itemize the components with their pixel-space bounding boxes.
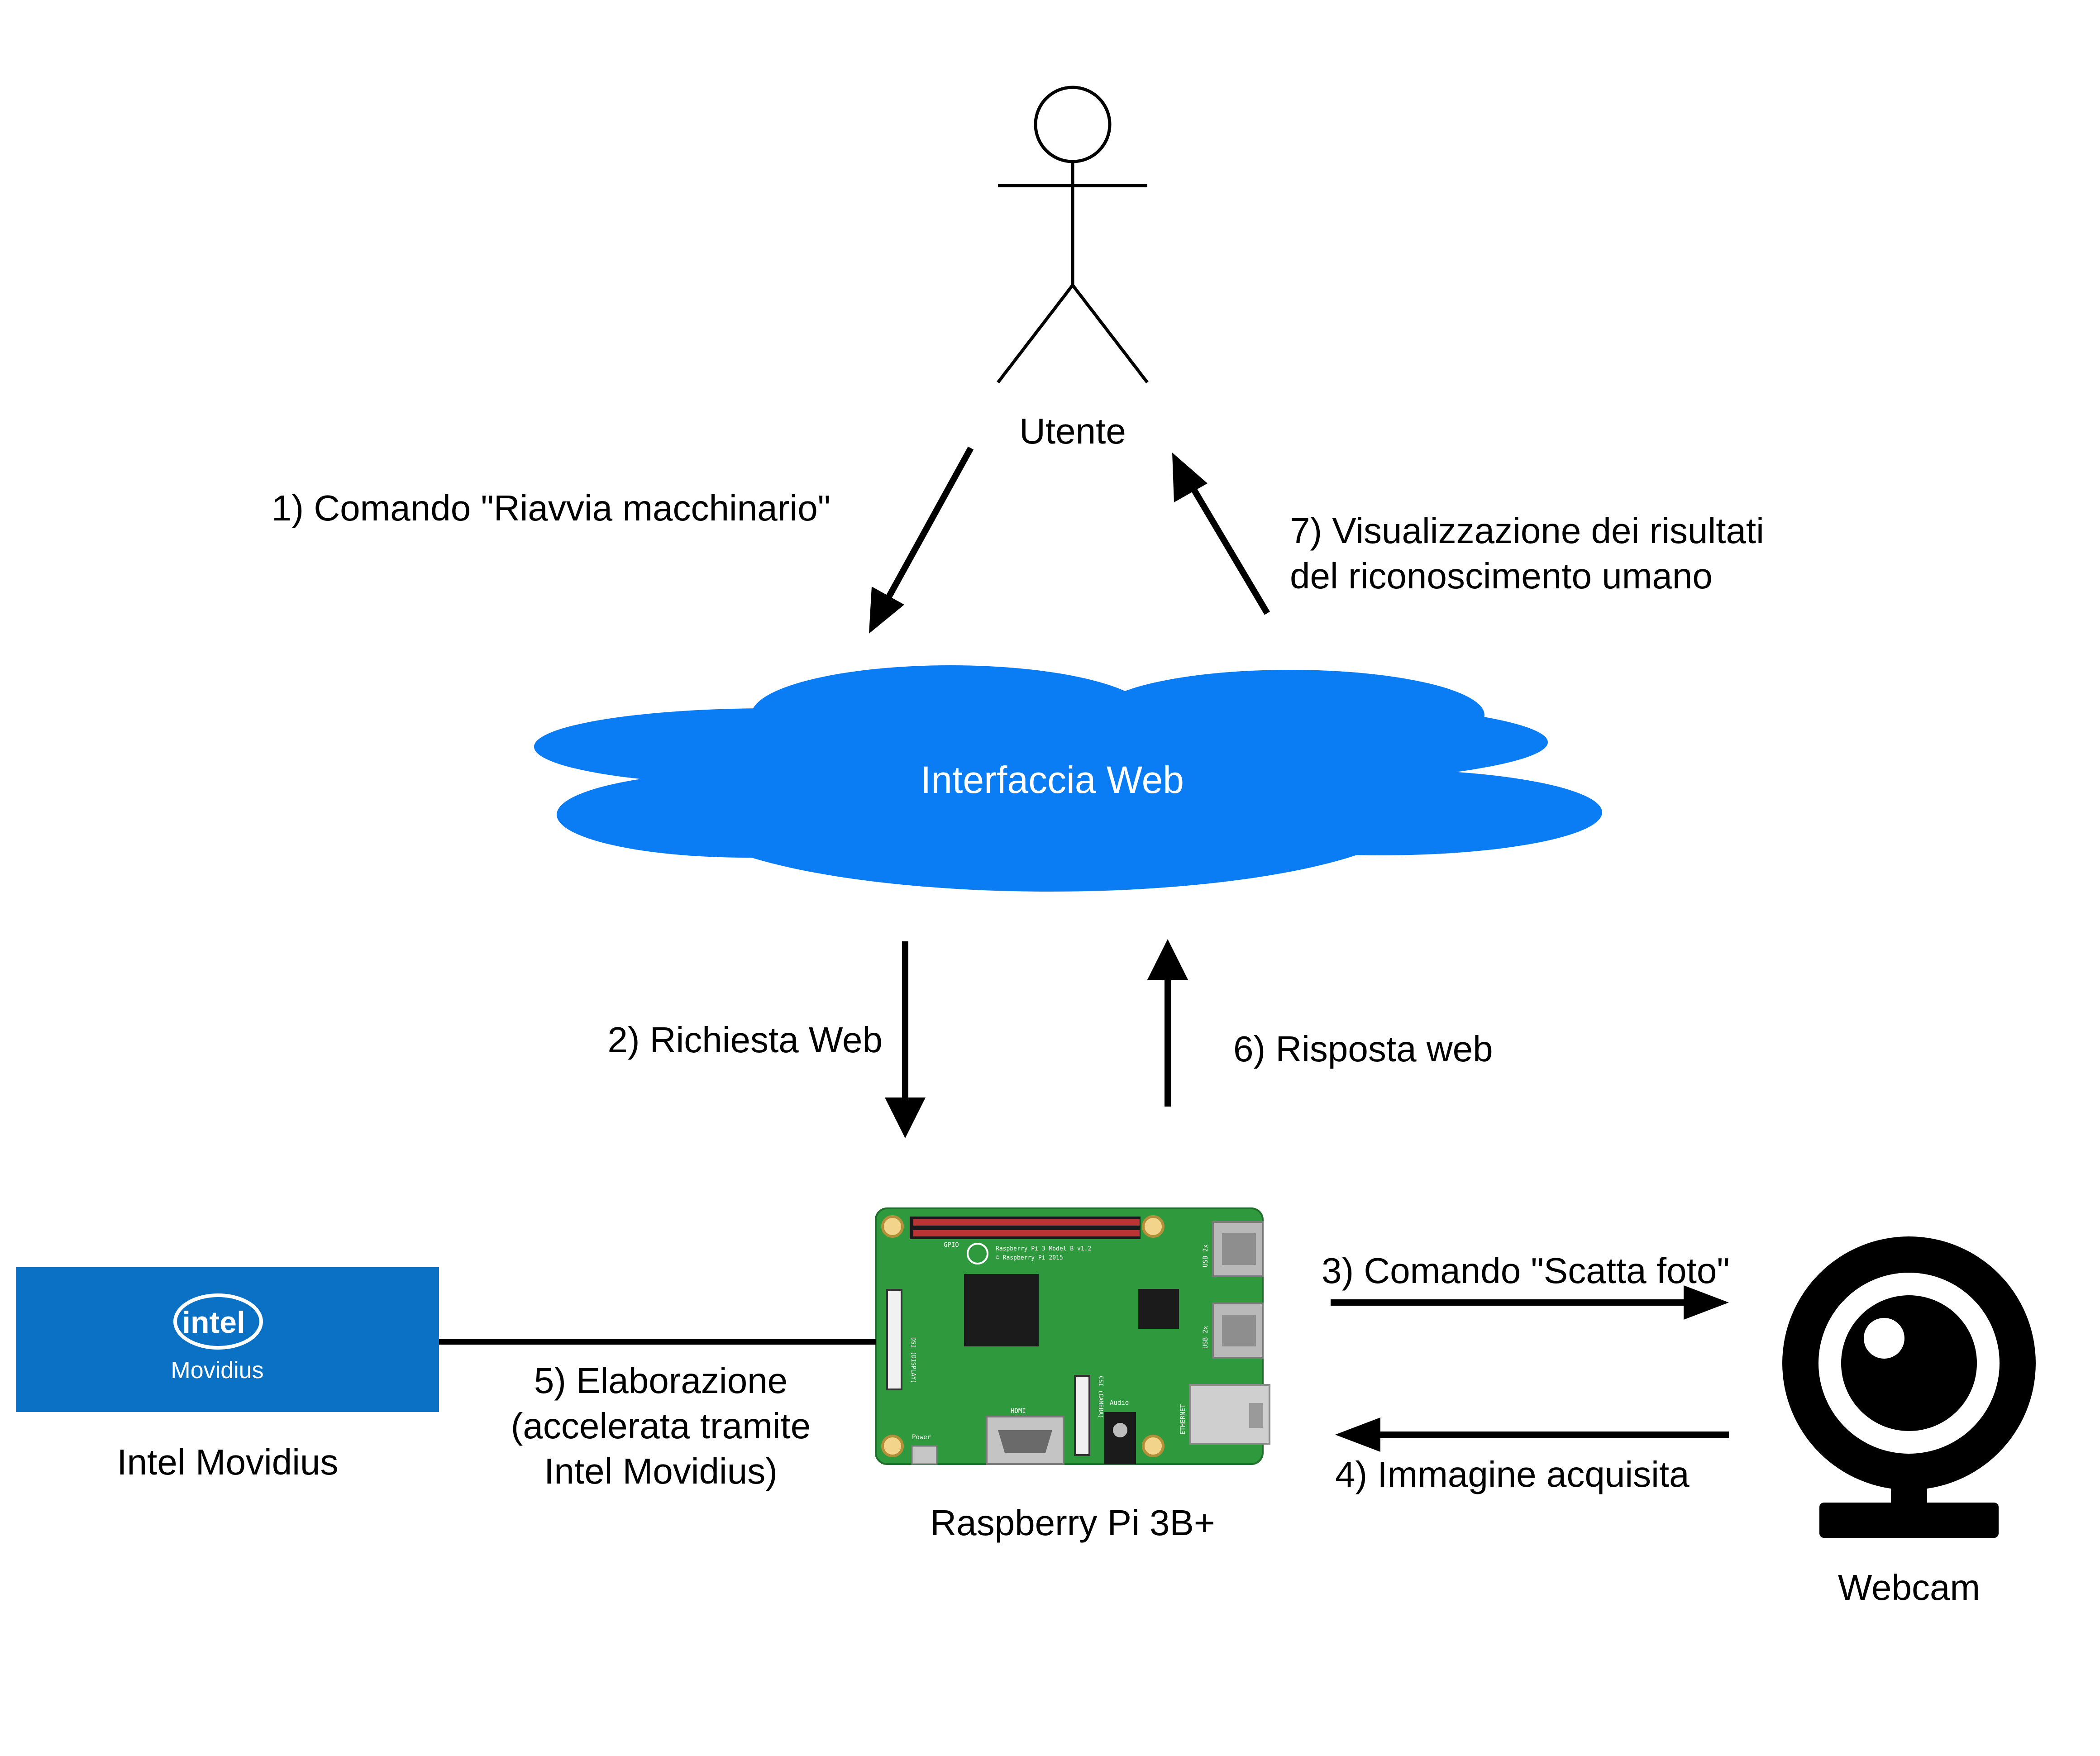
board-copyright-text: © Raspberry Pi 2015 bbox=[996, 1255, 1063, 1261]
board-small-chip bbox=[1138, 1289, 1179, 1329]
ethernet-port bbox=[1189, 1384, 1270, 1445]
raspberry-label: Raspberry Pi 3B+ bbox=[930, 1503, 1215, 1543]
audio-jack bbox=[1104, 1412, 1136, 1464]
arrow-web-request bbox=[885, 941, 926, 1138]
arrow-image-acquired bbox=[1335, 1417, 1729, 1452]
step-1-label: 1) Comando "Riavvia macchinario" bbox=[272, 488, 830, 528]
step-3-label: 3) Comando "Scatta foto" bbox=[1322, 1250, 1730, 1291]
dsi-label: DSI (DISPLAY) bbox=[910, 1337, 916, 1384]
usb-top-label: USB 2x bbox=[1202, 1244, 1209, 1267]
audio-label: Audio bbox=[1110, 1399, 1129, 1407]
web-interface-label: Interfaccia Web bbox=[921, 759, 1184, 801]
webcam-icon bbox=[1782, 1236, 2036, 1538]
step-7-label-line1: 7) Visualizzazione dei risultati bbox=[1290, 511, 1764, 551]
step-5-label-line3: Intel Movidius) bbox=[544, 1451, 778, 1491]
user-label: Utente bbox=[1019, 411, 1126, 451]
intel-swoosh-icon bbox=[173, 1293, 263, 1350]
ethernet-label: ETHERNET bbox=[1179, 1404, 1187, 1435]
hdmi-label: HDMI bbox=[1011, 1408, 1026, 1415]
webcam-label: Webcam bbox=[1838, 1567, 1980, 1608]
movidius-logo-text: Movidius bbox=[171, 1357, 263, 1384]
intel-logo-text: intel bbox=[182, 1305, 245, 1340]
step-6-label: 6) Risposta web bbox=[1233, 1029, 1493, 1069]
web-interface-cloud bbox=[534, 665, 1602, 892]
user-actor bbox=[997, 86, 1149, 384]
csi-connector bbox=[1074, 1375, 1090, 1456]
arrow-take-photo bbox=[1331, 1285, 1729, 1320]
raspberry-pi-board: GPIO Raspberry Pi 3 Model B v1.2 © Raspb… bbox=[875, 1207, 1270, 1465]
movidius-label: Intel Movidius bbox=[117, 1442, 338, 1482]
step-5-label-line2: (accelerata tramite bbox=[511, 1406, 811, 1446]
board-gpio-label: GPIO bbox=[944, 1241, 959, 1249]
arrow-results-to-user bbox=[1172, 453, 1270, 615]
board-soc-chip bbox=[964, 1274, 1039, 1346]
intel-movidius-logo: intel Movidius bbox=[16, 1267, 439, 1412]
raspberry-logo-icon bbox=[967, 1243, 988, 1265]
arrow-web-response bbox=[1147, 939, 1188, 1107]
step-7-label-line2: del riconoscimento umano bbox=[1290, 556, 1713, 596]
user-head-icon bbox=[1034, 86, 1112, 163]
step-4-label: 4) Immagine acquisita bbox=[1335, 1454, 1690, 1494]
arrow-command-to-web bbox=[869, 446, 974, 634]
csi-label: CSI (CAMERA) bbox=[1097, 1376, 1104, 1418]
step-5-label-line1: 5) Elaborazione bbox=[534, 1360, 788, 1401]
usb-bottom-label: USB 2x bbox=[1202, 1326, 1209, 1349]
step-2-label: 2) Richiesta Web bbox=[607, 1020, 883, 1060]
power-port bbox=[911, 1445, 938, 1465]
power-label: Power bbox=[912, 1434, 931, 1441]
dsi-connector bbox=[886, 1289, 902, 1390]
board-model-text: Raspberry Pi 3 Model B v1.2 bbox=[996, 1245, 1091, 1252]
